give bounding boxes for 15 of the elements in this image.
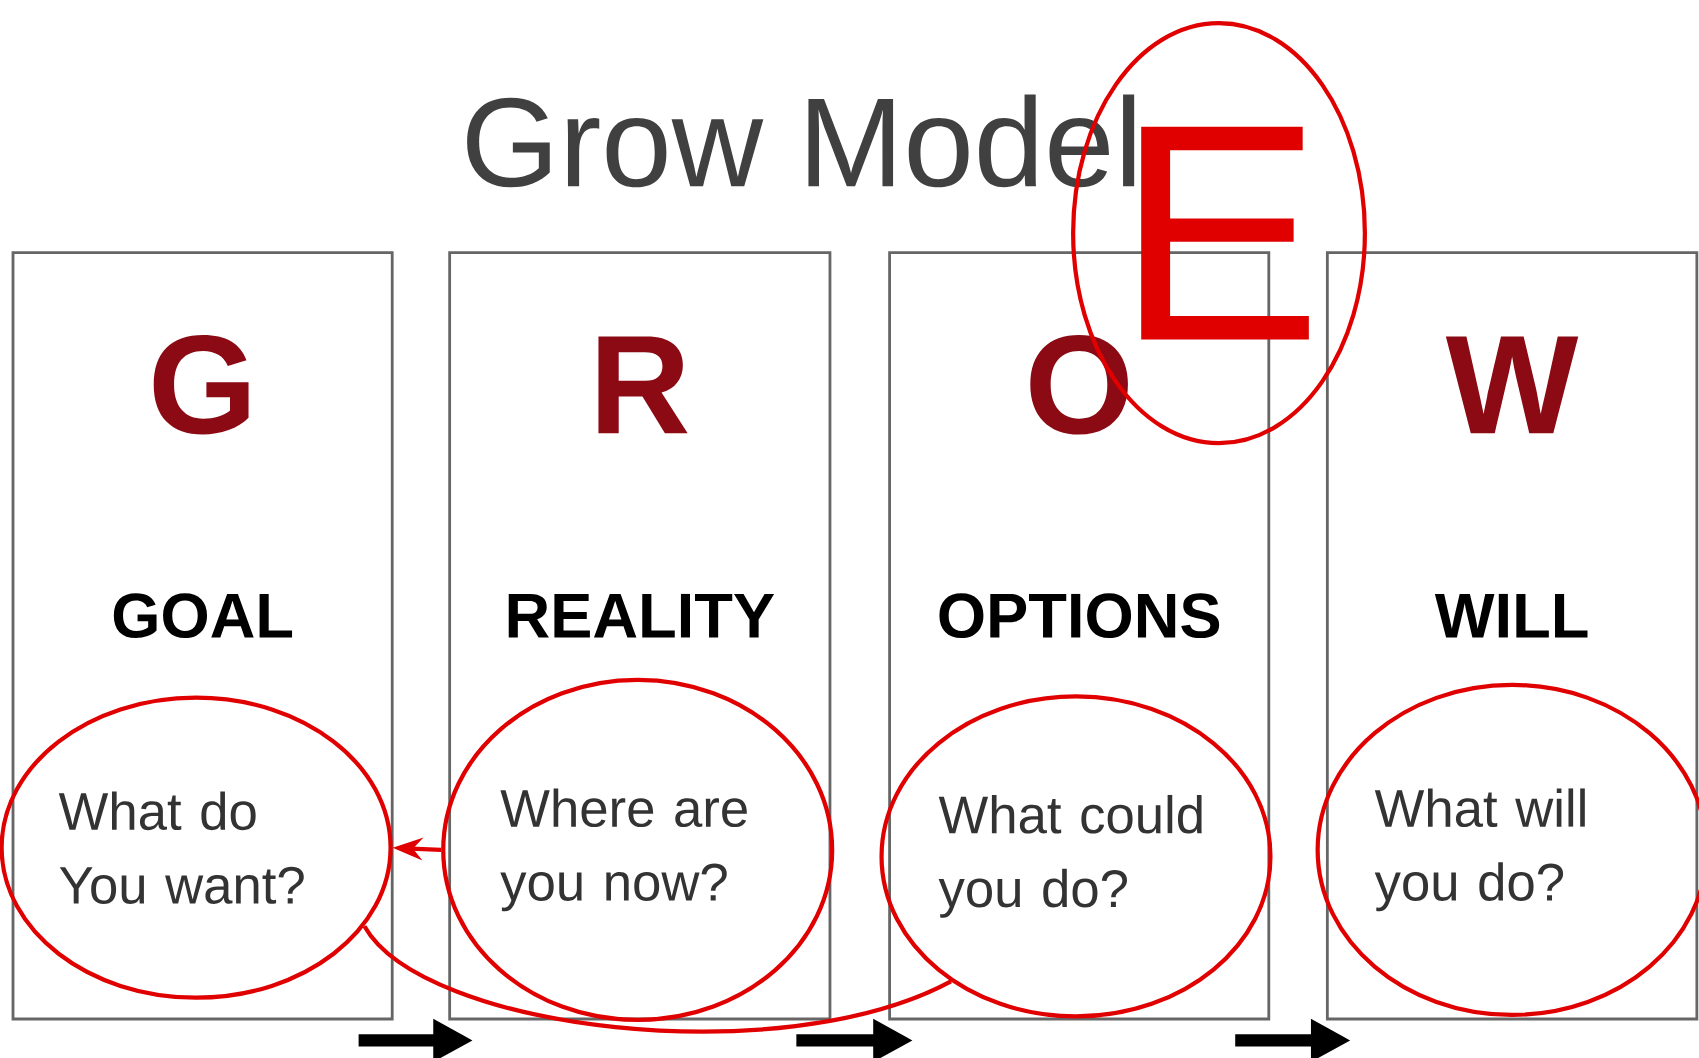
- heading: GOAL: [113, 593, 293, 639]
- heading: WILL: [1434, 593, 1588, 638]
- panel-box: [11, 251, 394, 1021]
- circled-question: What do You want?: [0, 695, 393, 1000]
- letter: W: [1445, 336, 1579, 434]
- panel-box: [448, 251, 832, 1021]
- heading: OPTIONS: [939, 593, 1220, 639]
- letter: R: [598, 336, 688, 434]
- circled-question: What will you do?: [1315, 682, 1699, 1017]
- heading: REALITY: [508, 593, 775, 638]
- circled-question: Where are you now?: [441, 677, 835, 1022]
- letter: O: [1030, 335, 1128, 435]
- circled-question: What could you do?: [879, 694, 1273, 1019]
- letter: G: [153, 335, 249, 435]
- panel-box: [1325, 251, 1699, 1021]
